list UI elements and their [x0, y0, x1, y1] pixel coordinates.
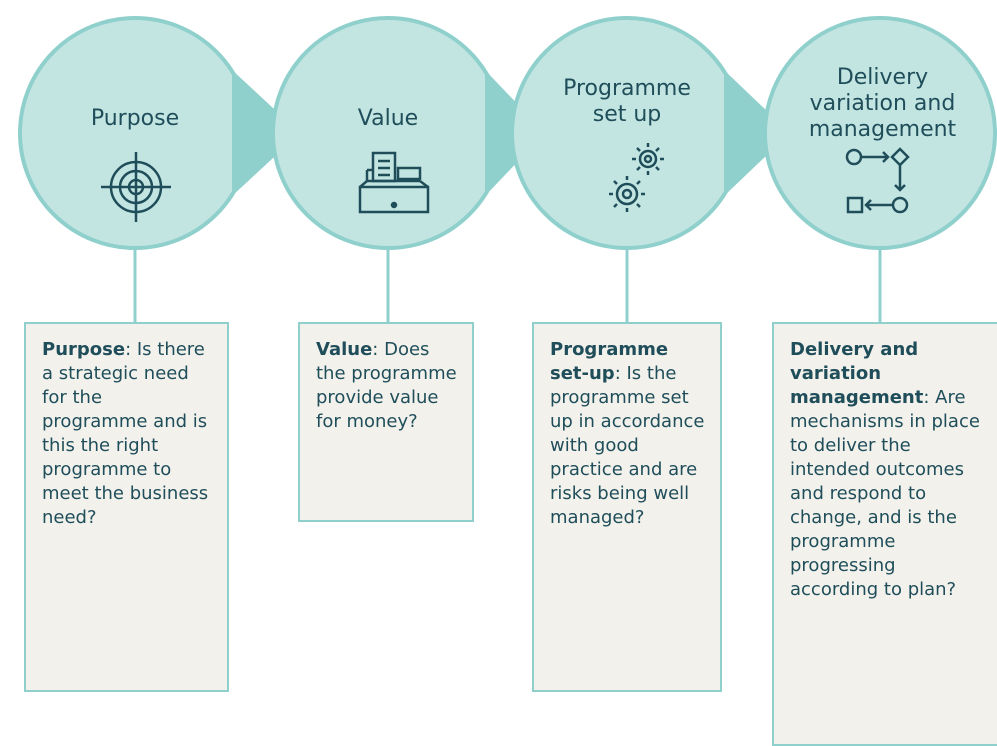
stage-label-programme-set-up: Programme set up	[563, 76, 691, 127]
target-icon	[101, 152, 171, 222]
box-text: : Is the programme set up in accordance …	[550, 363, 705, 528]
stage-label-value: Value	[357, 106, 419, 131]
description-box-purpose: Purpose: Is there a strategic need for t…	[24, 322, 229, 692]
arrow-pointer	[232, 70, 300, 196]
stage-circle-programme-set-up	[510, 16, 744, 250]
stage-label-delivery: Delivery variation and management	[808, 65, 957, 142]
cash-register-icon	[358, 151, 430, 214]
box-title: Programme set-up	[550, 339, 669, 384]
box-title: Purpose	[42, 339, 126, 360]
arrow-pointer	[724, 70, 790, 196]
box-text: : Does the programme provide value for m…	[316, 339, 457, 432]
gears-icon	[609, 143, 664, 212]
box-text: : Are mechanisms in place to deliver the…	[790, 387, 980, 600]
stage-label-purpose: Purpose	[90, 106, 180, 131]
description-box-value: Value: Does the programme provide value …	[298, 322, 474, 522]
process-flow-icon	[845, 147, 910, 214]
stage-circle-delivery	[763, 16, 997, 250]
description-box-programme-set-up: Programme set-up: Is the programme set u…	[532, 322, 722, 692]
stage-circle-value	[271, 16, 505, 250]
box-text: : Is there a strategic need for the prog…	[42, 339, 209, 528]
description-box-delivery: Delivery and variation management: Are m…	[772, 322, 997, 746]
box-title: Value	[316, 339, 373, 360]
box-title: Delivery and variation management	[790, 339, 924, 408]
